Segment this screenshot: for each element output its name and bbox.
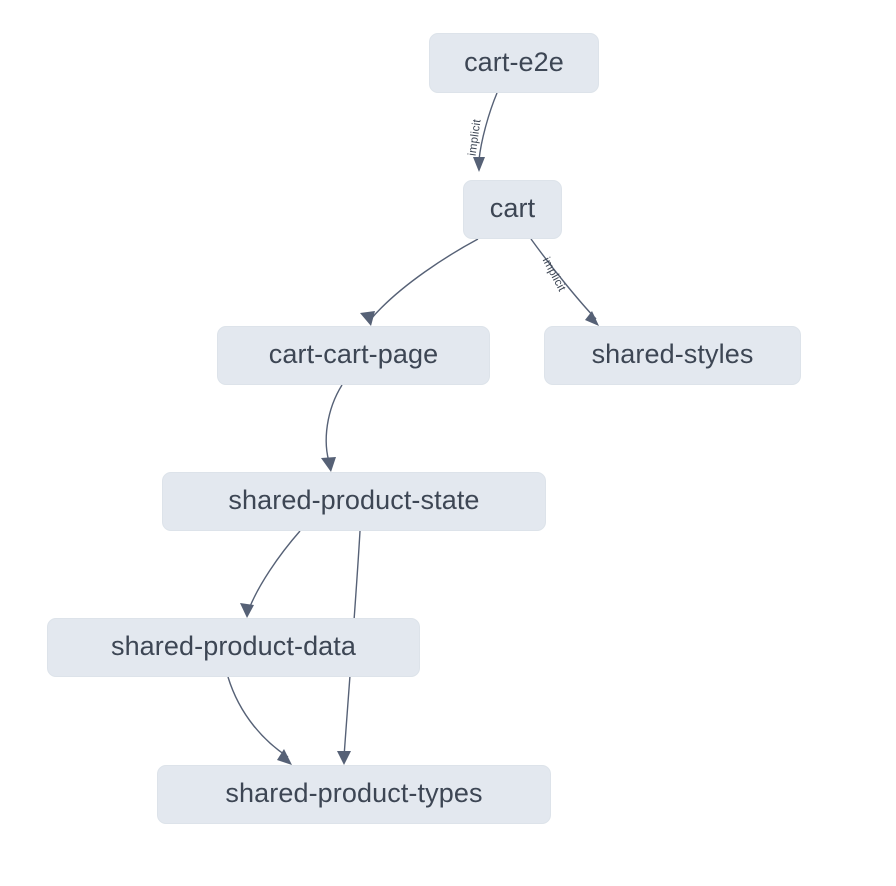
edge-path: [227, 676, 289, 758]
edge-cart-to-shared-styles[interactable]: implicit: [530, 238, 599, 326]
edge-path: [370, 238, 479, 320]
arrowhead-icon: [360, 311, 375, 326]
edge-label-implicit-styles: implicit: [540, 256, 568, 295]
graph-node-label: shared-product-types: [225, 778, 483, 808]
graph-node-shared-product-state[interactable]: shared-product-state: [162, 472, 546, 531]
arrowhead-icon: [473, 157, 485, 172]
graph-node-label: cart: [489, 193, 536, 223]
edge-label-implicit-cart: implicit: [467, 118, 484, 157]
graph-node-label: shared-styles: [591, 339, 754, 369]
arrowhead-icon: [240, 603, 254, 618]
arrowhead-icon: [585, 311, 599, 326]
edge-cart-to-cart-cart-page[interactable]: [360, 238, 479, 326]
edge-cart-e2e-to-cart[interactable]: implicit: [467, 92, 498, 172]
graph-node-shared-product-data[interactable]: shared-product-data: [47, 618, 420, 677]
edge-shared-product-data-to-shared-product-types[interactable]: [227, 676, 292, 765]
arrowhead-icon: [277, 749, 292, 765]
edge-cart-cart-page-to-shared-product-state[interactable]: [321, 384, 343, 472]
edge-path: [530, 238, 597, 320]
arrowhead-icon: [337, 751, 351, 765]
graph-node-label: cart-e2e: [464, 46, 564, 77]
graph-node-label: cart-cart-page: [268, 339, 439, 369]
edge-path: [248, 530, 301, 610]
graph-node-shared-styles[interactable]: shared-styles: [544, 326, 801, 385]
edge-path: [325, 384, 343, 466]
graph-node-label: shared-product-data: [110, 631, 357, 661]
graph-node-cart-e2e[interactable]: cart-e2e: [429, 33, 599, 93]
graph-node-label: shared-product-state: [228, 485, 480, 515]
edge-shared-product-state-to-shared-product-data[interactable]: [240, 530, 301, 618]
edge-path: [478, 92, 498, 161]
graph-node-shared-product-types[interactable]: shared-product-types: [157, 765, 551, 824]
graph-node-cart-cart-page[interactable]: cart-cart-page: [217, 326, 490, 385]
graph-node-cart[interactable]: cart: [463, 180, 562, 239]
arrowhead-icon: [321, 457, 336, 472]
